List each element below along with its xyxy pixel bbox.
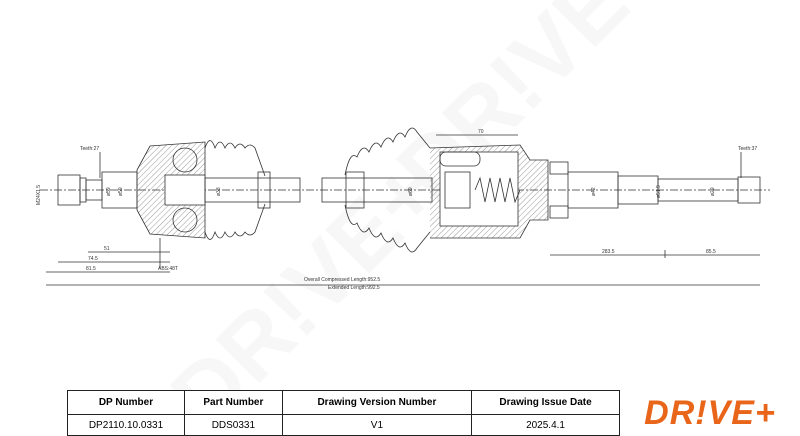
dia-5: ø42	[591, 187, 597, 196]
header-version: Drawing Version Number	[281, 389, 473, 416]
dp-number: DP2110.10.0331	[67, 414, 185, 436]
outer-boot	[204, 140, 266, 240]
dim-85-5: 85.5	[706, 249, 716, 255]
version: V1	[281, 414, 473, 436]
teeth-right-label: Teeth:37	[738, 146, 757, 152]
watermark: DR!VE+ DR!VE+	[153, 0, 685, 390]
header-dp-number: DP Number	[67, 389, 185, 416]
dim-81-5: 81.5	[86, 266, 96, 272]
issue-date: 2025.4.1	[471, 414, 620, 436]
driveshaft-drawing: DR!VE+ DR!VE+ Teeth:27 Teeth:37 M24X1.5 …	[36, 0, 770, 390]
inner-boot	[344, 127, 431, 253]
dim-74-5: 74.5	[88, 256, 98, 262]
extended-length: Extended Length:992.5	[328, 285, 380, 291]
dia-2: ø59	[118, 187, 124, 196]
bearing	[549, 161, 569, 175]
thread-label: M24X1.5	[36, 185, 42, 205]
dim-70: 70	[478, 129, 484, 135]
spring	[474, 176, 521, 204]
overall-length: Overall Compressed Length:952.5	[304, 277, 380, 283]
dia-1: ø59	[106, 187, 112, 196]
dim-283-5: 283.5	[602, 249, 615, 255]
abs-label: ABS:48T	[158, 266, 178, 272]
dim-51: 51	[104, 246, 110, 252]
brand-logo: DR!VE+	[644, 394, 776, 432]
dia-3: ø38	[216, 187, 222, 196]
dia-6: ø51.9	[656, 185, 662, 198]
header-part-number: Part Number	[183, 389, 283, 416]
teeth-left-label: Teeth:27	[80, 146, 99, 152]
part-number: DDS0331	[183, 414, 283, 436]
dia-7: ø29	[710, 187, 716, 196]
title-block: DP Number Part Number Drawing Version Nu…	[67, 389, 620, 436]
header-issue-date: Drawing Issue Date	[471, 389, 620, 416]
dia-4: ø69	[408, 187, 414, 196]
